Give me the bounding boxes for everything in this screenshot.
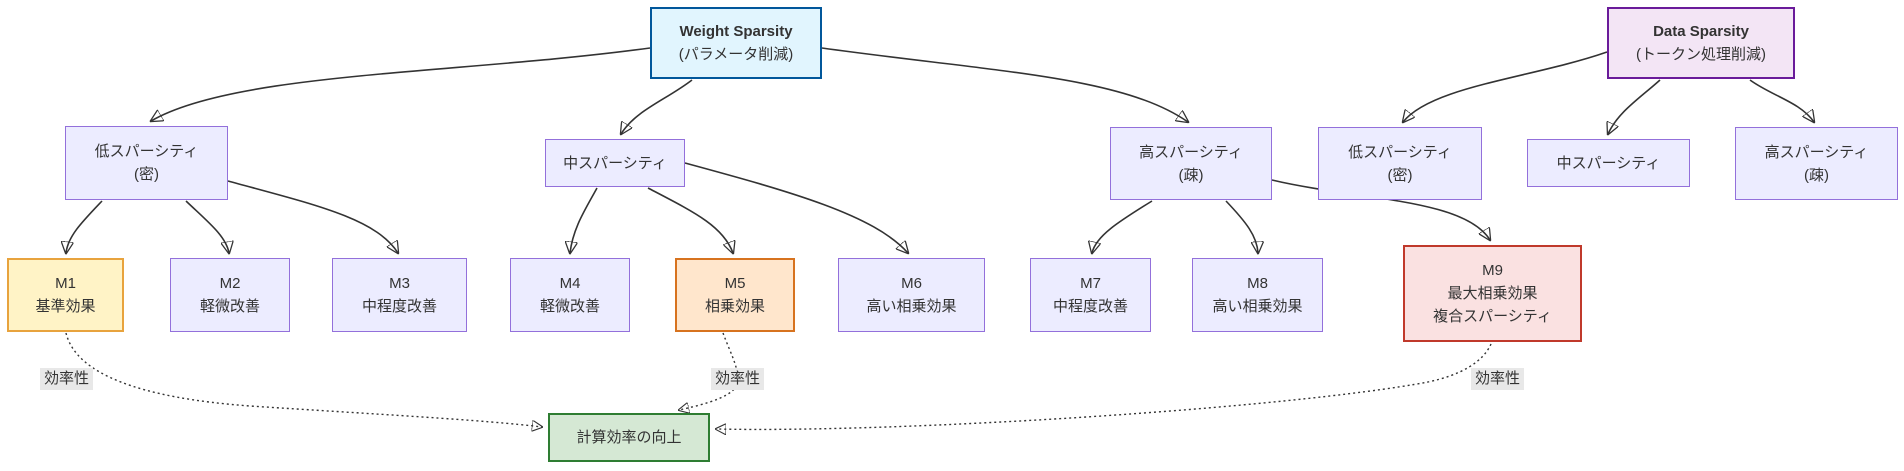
node-subtitle: 軽微改善 — [199, 298, 260, 315]
edge-m5-to-goal — [679, 332, 739, 410]
node-subtitle: (密) — [134, 166, 159, 183]
node-data-mid-sparsity: 中スパーシティ — [1527, 139, 1690, 187]
edge-m1-to-goal — [65, 332, 542, 427]
node-m7: M7 中程度改善 — [1030, 258, 1151, 332]
node-title: M1 — [55, 275, 76, 292]
node-title: 低スパーシティ — [1348, 143, 1452, 161]
node-title: 高スパーシティ — [1139, 143, 1243, 161]
node-m6: M6 高い相乗効果 — [838, 258, 985, 332]
node-title: M4 — [559, 275, 581, 292]
node-title: 計算効率の向上 — [576, 429, 682, 446]
node-subtitle: 中程度改善 — [1052, 298, 1128, 315]
edge-m9-to-goal — [716, 343, 1492, 429]
node-weight-low-sparsity: 低スパーシティ (密) — [65, 126, 228, 200]
node-subtitle: 最大相乗効果 — [1447, 285, 1538, 302]
node-goal-compute-efficiency: 計算効率の向上 — [548, 413, 710, 462]
node-data-high-sparsity: 高スパーシティ (疎) — [1735, 127, 1898, 200]
node-data-sparsity: Data Sparsity (トークン処理削減) — [1607, 7, 1795, 79]
edge-whigh-to-m8 — [1225, 200, 1258, 253]
edge-label-efficiency-right: 効率性 — [1471, 368, 1525, 390]
edge-data-to-high — [1749, 79, 1814, 122]
node-subtitle: (密) — [1387, 166, 1413, 184]
node-subtitle: 高い相乗効果 — [1212, 298, 1303, 315]
edge-wmid-to-m5 — [647, 187, 733, 253]
edge-whigh-to-m7 — [1092, 200, 1153, 253]
node-m3: M3 中程度改善 — [332, 258, 467, 332]
edge-wlow-to-m2 — [185, 200, 229, 253]
node-subtitle: (疎) — [1804, 166, 1829, 184]
node-subtitle: (トークン処理削減) — [1636, 46, 1766, 63]
node-m5: M5 相乗効果 — [675, 258, 795, 332]
node-subtitle: 基準効果 — [35, 298, 96, 315]
edge-label-efficiency-left: 効率性 — [40, 368, 94, 390]
node-weight-sparsity: Weight Sparsity (パラメータ削減) — [650, 7, 822, 79]
edge-weight-to-mid — [621, 79, 693, 134]
node-title: M9 — [1482, 262, 1503, 279]
edge-weight-to-high — [821, 47, 1188, 122]
edge-wmid-to-m6 — [684, 162, 908, 253]
node-subtitle: 軽微改善 — [539, 298, 600, 315]
node-title: Data Sparsity — [1653, 23, 1749, 40]
edge-label-efficiency-middle: 効率性 — [711, 368, 765, 390]
edge-wlow-to-m1 — [66, 200, 103, 253]
node-title: Weight Sparsity — [679, 23, 793, 40]
node-subtitle: 中程度改善 — [361, 298, 437, 315]
node-title: 中スパーシティ — [1556, 154, 1661, 172]
node-subtitle: 複合スパーシティ — [1433, 308, 1552, 325]
node-m9: M9 最大相乗効果 複合スパーシティ — [1403, 245, 1582, 342]
node-data-low-sparsity: 低スパーシティ (密) — [1318, 127, 1482, 200]
node-weight-mid-sparsity: 中スパーシティ — [545, 139, 685, 187]
edge-wlow-to-m3 — [227, 180, 398, 253]
edge-data-to-mid — [1608, 79, 1661, 134]
edge-wmid-to-m4 — [570, 187, 598, 253]
node-title: M7 — [1080, 275, 1101, 292]
node-title: M8 — [1247, 275, 1268, 292]
node-title: M6 — [901, 275, 922, 292]
node-title: 高スパーシティ — [1764, 143, 1869, 161]
node-m2: M2 軽微改善 — [170, 258, 290, 332]
edge-weight-to-low — [151, 47, 651, 121]
node-title: M3 — [389, 275, 410, 292]
node-subtitle: 相乗効果 — [704, 298, 765, 315]
node-subtitle: (疎) — [1178, 166, 1204, 184]
edge-whigh-to-m9 — [1271, 179, 1490, 240]
node-m8: M8 高い相乗効果 — [1192, 258, 1323, 332]
node-title: 中スパーシティ — [563, 154, 667, 172]
node-title: M5 — [724, 275, 746, 292]
node-title: M2 — [219, 275, 241, 292]
node-m1: M1 基準効果 — [7, 258, 124, 332]
node-m4: M4 軽微改善 — [510, 258, 630, 332]
node-subtitle: (パラメータ削減) — [678, 46, 794, 63]
edge-data-to-low — [1403, 51, 1608, 122]
node-subtitle: 高い相乗効果 — [866, 298, 957, 315]
node-title: 低スパーシティ — [94, 143, 199, 160]
node-weight-high-sparsity: 高スパーシティ (疎) — [1110, 127, 1272, 200]
